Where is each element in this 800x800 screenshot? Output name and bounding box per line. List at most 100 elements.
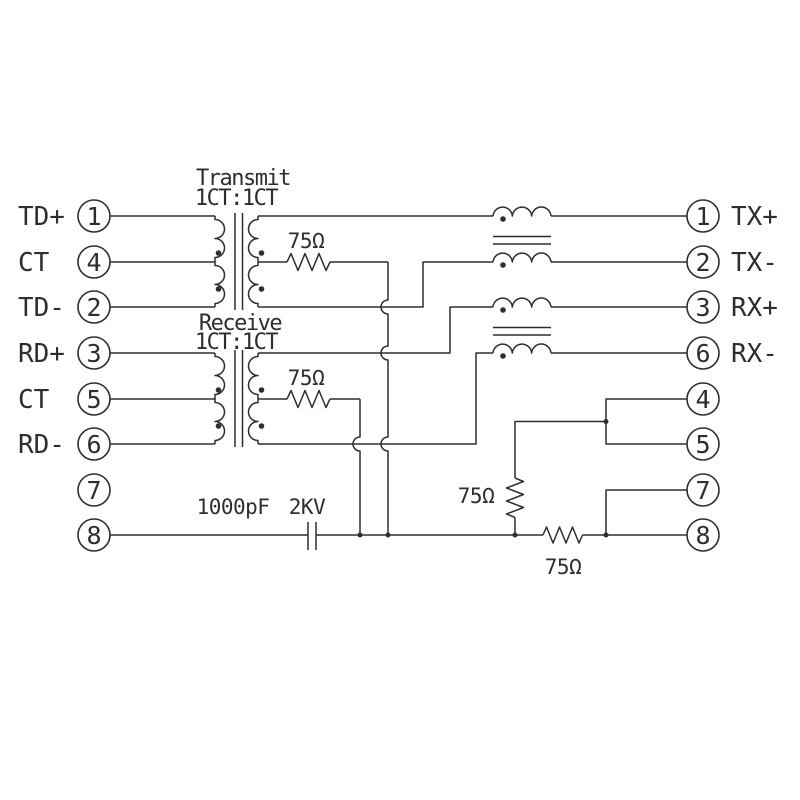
left-pin-circles [77, 199, 111, 552]
receive-choke [492, 297, 552, 359]
right-pin-number: 4 [695, 385, 710, 414]
choke-bottom-winding [492, 343, 552, 354]
transformer-secondary-winding [247, 216, 259, 307]
left-pin-number: 2 [86, 293, 101, 322]
right-pin-circle [686, 290, 720, 324]
right-pin-circle [686, 382, 720, 416]
pair78-wires [316, 489, 687, 536]
capacitor-plates [307, 522, 317, 550]
left-pin-circle [77, 199, 111, 233]
right-pin-circles [686, 199, 720, 552]
left-pin-circle [77, 473, 111, 507]
left-pin-circle [77, 290, 111, 324]
junction-dot [385, 532, 391, 538]
transmit-choke [492, 206, 552, 268]
left-pin-label: CT [18, 385, 50, 415]
left-pin-circle [77, 245, 111, 279]
left-pin-number: 6 [86, 430, 101, 459]
receive-title: Receive [199, 311, 281, 336]
polarity-dot [500, 353, 506, 359]
polarity-dot [215, 286, 222, 292]
left-pin-number: 5 [86, 385, 101, 414]
right-pin-circle [686, 427, 720, 461]
transformer-core [234, 213, 244, 310]
polarity-dot [258, 423, 265, 429]
left-pin-number: 3 [86, 339, 101, 368]
transformer-secondary-winding [247, 353, 259, 444]
receive-ratio: 1CT:1CT [195, 330, 278, 355]
receive-transformer [214, 350, 265, 447]
right-pin-number: 7 [695, 476, 710, 505]
transformer-core [234, 350, 244, 447]
right-pin-number: 2 [695, 248, 710, 277]
polarity-dot [500, 307, 506, 313]
left-pin-number: 4 [86, 248, 101, 277]
polarity-dot [258, 250, 265, 256]
pair78-resistor [542, 526, 584, 544]
left-pin-number: 8 [86, 521, 101, 550]
choke-bottom-winding [492, 252, 552, 263]
rx-termination-label: 75Ω [288, 366, 324, 390]
polarity-dot [500, 216, 506, 222]
choke-top-winding [492, 206, 552, 217]
polarity-dot [500, 262, 506, 268]
left-pin-number: 7 [86, 476, 101, 505]
right-pin-circle [686, 245, 720, 279]
right-pin-number: 3 [695, 293, 710, 322]
tx-termination-label: 75Ω [288, 229, 324, 253]
transformer-primary-winding [214, 216, 226, 307]
polarity-dot [215, 250, 222, 256]
right-pin-circle [686, 199, 720, 233]
left-pin-circle [77, 382, 111, 416]
left-pin-number: 1 [86, 202, 101, 231]
pair45-resistor [505, 477, 525, 519]
pair78-termination-label: 75Ω [545, 555, 581, 579]
left-pin-label: TD- [18, 293, 65, 323]
junction-dot [357, 532, 363, 538]
rx-termination-resistor [286, 389, 331, 409]
rx-secondary-wires [258, 306, 493, 445]
polarity-dot [258, 387, 265, 393]
capacitor-value-label: 1000pF [197, 495, 270, 519]
left-pin-leads [110, 215, 308, 536]
transmit-transformer [214, 213, 265, 310]
pair45-termination-label: 75Ω [458, 484, 494, 508]
transformer-primary-winding [214, 353, 226, 444]
transmit-title: Transmit [196, 166, 290, 191]
choke-top-winding [492, 297, 552, 308]
choke-core [493, 326, 551, 336]
right-pin-number: 8 [695, 521, 710, 550]
junction-dot [603, 532, 609, 538]
junction-dots [357, 419, 609, 538]
right-pin-label: TX- [731, 248, 778, 278]
transmit-ratio: 1CT:1CT [195, 186, 278, 211]
left-pin-circle [77, 427, 111, 461]
polarity-dot [215, 387, 222, 393]
junction-dot [512, 532, 518, 538]
pair45-wires [514, 398, 687, 535]
left-pin-label: RD+ [18, 339, 65, 369]
right-pin-number: 1 [695, 202, 710, 231]
right-pin-label: RX+ [731, 293, 778, 323]
left-pin-label: TD+ [18, 202, 65, 232]
right-pin-leads [551, 215, 687, 354]
left-pin-circle [77, 336, 111, 370]
right-pin-circle [686, 473, 720, 507]
right-pin-number: 5 [695, 430, 710, 459]
choke-core [493, 235, 551, 245]
tx-ct-vertical-wire [380, 262, 389, 535]
right-pin-number: 6 [695, 339, 710, 368]
right-pin-circle [686, 336, 720, 370]
left-pin-label: RD- [18, 430, 65, 460]
left-pin-label: CT [18, 248, 50, 278]
polarity-dot [258, 286, 265, 292]
right-pin-label: TX+ [731, 202, 778, 232]
rx-ct-vertical-wire [352, 399, 361, 535]
left-pin-circle [77, 518, 111, 552]
right-pin-circle [686, 518, 720, 552]
tx-secondary-wires [258, 215, 493, 308]
tx-termination-resistor [286, 252, 331, 272]
right-pin-label: RX- [731, 339, 778, 369]
